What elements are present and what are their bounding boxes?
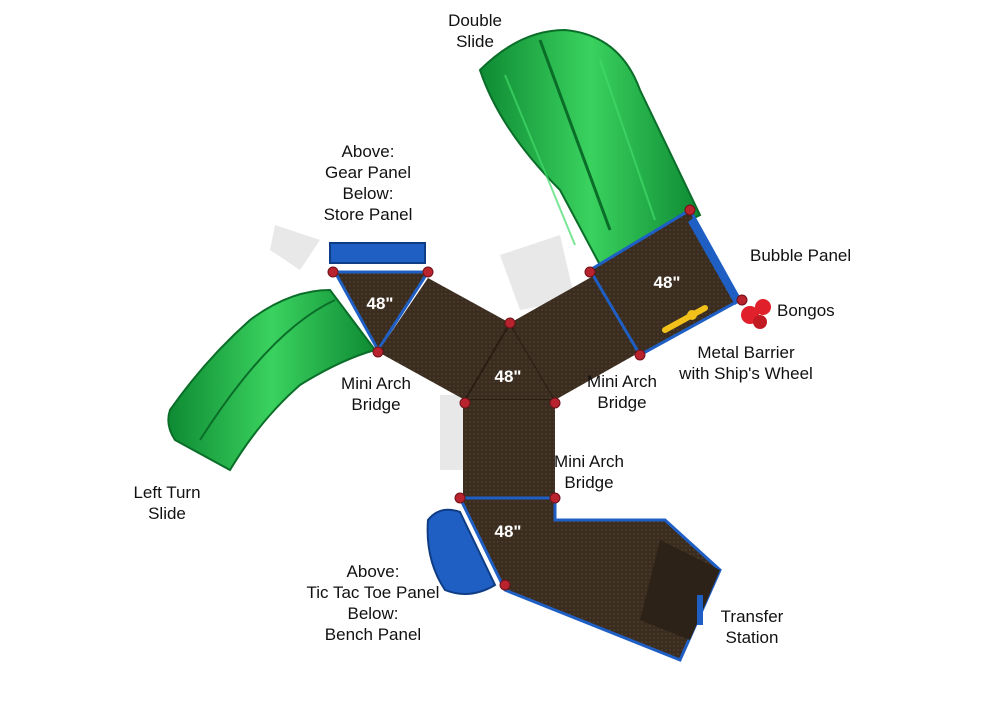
deck-structure [332,207,743,662]
panels [329,218,742,625]
ground-shadows [270,225,575,470]
metal-barrier [662,305,708,333]
height-right-deck: 48" [653,273,681,292]
gear-store-panel [329,242,426,264]
label-bubble-panel: Bubble Panel [750,246,852,265]
left-deck [332,270,431,353]
bubble-panel [688,218,742,305]
height-left-deck: 48" [366,294,394,313]
height-center-deck: 48" [494,367,522,386]
mini-arch-bridge-left [378,278,510,400]
mini-arch-bridge-right [510,275,640,400]
transfer-step-panel [697,595,703,625]
left-turn-slide [167,288,377,472]
posts [327,204,748,591]
bongos-icon [741,299,771,329]
tic-tac-toe-bench-panel [426,508,497,595]
mini-arch-bridge-lower [463,400,555,500]
double-slide [478,28,702,267]
height-bottom-deck: 48" [494,522,522,541]
label-bongos: Bongos [777,301,835,320]
